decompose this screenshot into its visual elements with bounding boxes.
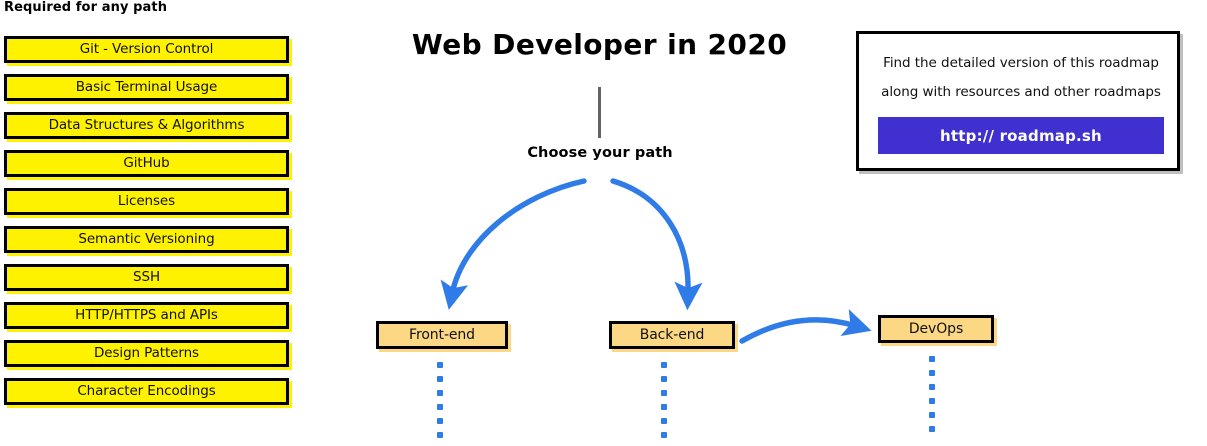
required-topic-item[interactable]: Basic Terminal Usage (4, 74, 289, 101)
required-topic-label: Git - Version Control (79, 40, 214, 57)
trail-dot (929, 370, 935, 376)
trail-dot (929, 412, 935, 418)
trail-dot (929, 426, 935, 432)
trail-dot (661, 376, 667, 382)
required-topic-item[interactable]: Licenses (4, 188, 289, 215)
trail-dot (437, 362, 443, 368)
required-topic-item[interactable]: Character Encodings (4, 378, 289, 405)
required-topic-item[interactable]: SSH (4, 264, 289, 291)
required-section-heading: Required for any path (4, 0, 168, 15)
title-stem-connector (598, 87, 601, 138)
trail-dot (661, 404, 667, 410)
arrow-to-backend (610, 178, 703, 311)
trail-dot (437, 418, 443, 424)
required-topic-label: Semantic Versioning (78, 230, 215, 247)
page-title-text: Web Developer in 2020 (411, 28, 788, 61)
trail-dot (929, 384, 935, 390)
required-topic-item[interactable]: Design Patterns (4, 340, 289, 367)
required-topic-item[interactable]: Data Structures & Algorithms (4, 112, 289, 139)
trail-dot (661, 432, 667, 438)
trail-dot (661, 390, 667, 396)
trail-dot (661, 418, 667, 424)
required-topic-label: HTTP/HTTPS and APIs (75, 306, 218, 323)
required-topic-item[interactable]: GitHub (4, 150, 289, 177)
roadmap-url-label: http:// roadmap.sh (940, 126, 1102, 145)
info-box-line-1: Find the detailed version of this roadma… (883, 55, 1159, 71)
trail-dot (437, 404, 443, 410)
path-node-front-end[interactable]: Front-end (376, 321, 508, 349)
trail-dot (437, 432, 443, 438)
required-topic-label: SSH (133, 268, 160, 285)
required-topic-item[interactable]: Semantic Versioning (4, 226, 289, 253)
trail-dot (437, 376, 443, 382)
path-node-label: Front-end (409, 327, 475, 343)
info-box: Find the detailed version of this roadma… (856, 31, 1180, 171)
arrow-backend-to-devops (739, 309, 872, 344)
trail-dot (929, 356, 935, 362)
required-topics-list: Git - Version Control Basic Terminal Usa… (0, 36, 300, 416)
dotted-continuation-back-end (661, 362, 668, 446)
choose-path-label: Choose your path (527, 145, 673, 161)
required-topic-label: GitHub (123, 154, 170, 171)
required-section: Required for any path Git - Version Cont… (0, 0, 300, 436)
required-topic-item[interactable]: Git - Version Control (4, 36, 289, 63)
info-box-line-2: along with resources and other roadmaps (881, 84, 1161, 100)
roadmap-url-button[interactable]: http:// roadmap.sh (878, 117, 1164, 154)
required-topic-label: Basic Terminal Usage (75, 78, 218, 95)
required-topic-item[interactable]: HTTP/HTTPS and APIs (4, 302, 289, 329)
required-topic-label: Character Encodings (77, 382, 216, 399)
trail-dot (929, 398, 935, 404)
arrow-to-frontend (440, 178, 587, 310)
trail-dot (437, 390, 443, 396)
path-node-label: Back-end (639, 327, 705, 343)
path-node-back-end[interactable]: Back-end (609, 321, 735, 349)
required-topic-label: Design Patterns (93, 344, 199, 361)
path-node-label: DevOps (908, 321, 964, 337)
dotted-continuation-devops (929, 356, 936, 440)
required-topic-label: Data Structures & Algorithms (48, 116, 245, 133)
trail-dot (661, 362, 667, 368)
required-topic-label: Licenses (117, 192, 176, 209)
path-node-devops[interactable]: DevOps (878, 315, 994, 343)
dotted-continuation-front-end (437, 362, 444, 446)
